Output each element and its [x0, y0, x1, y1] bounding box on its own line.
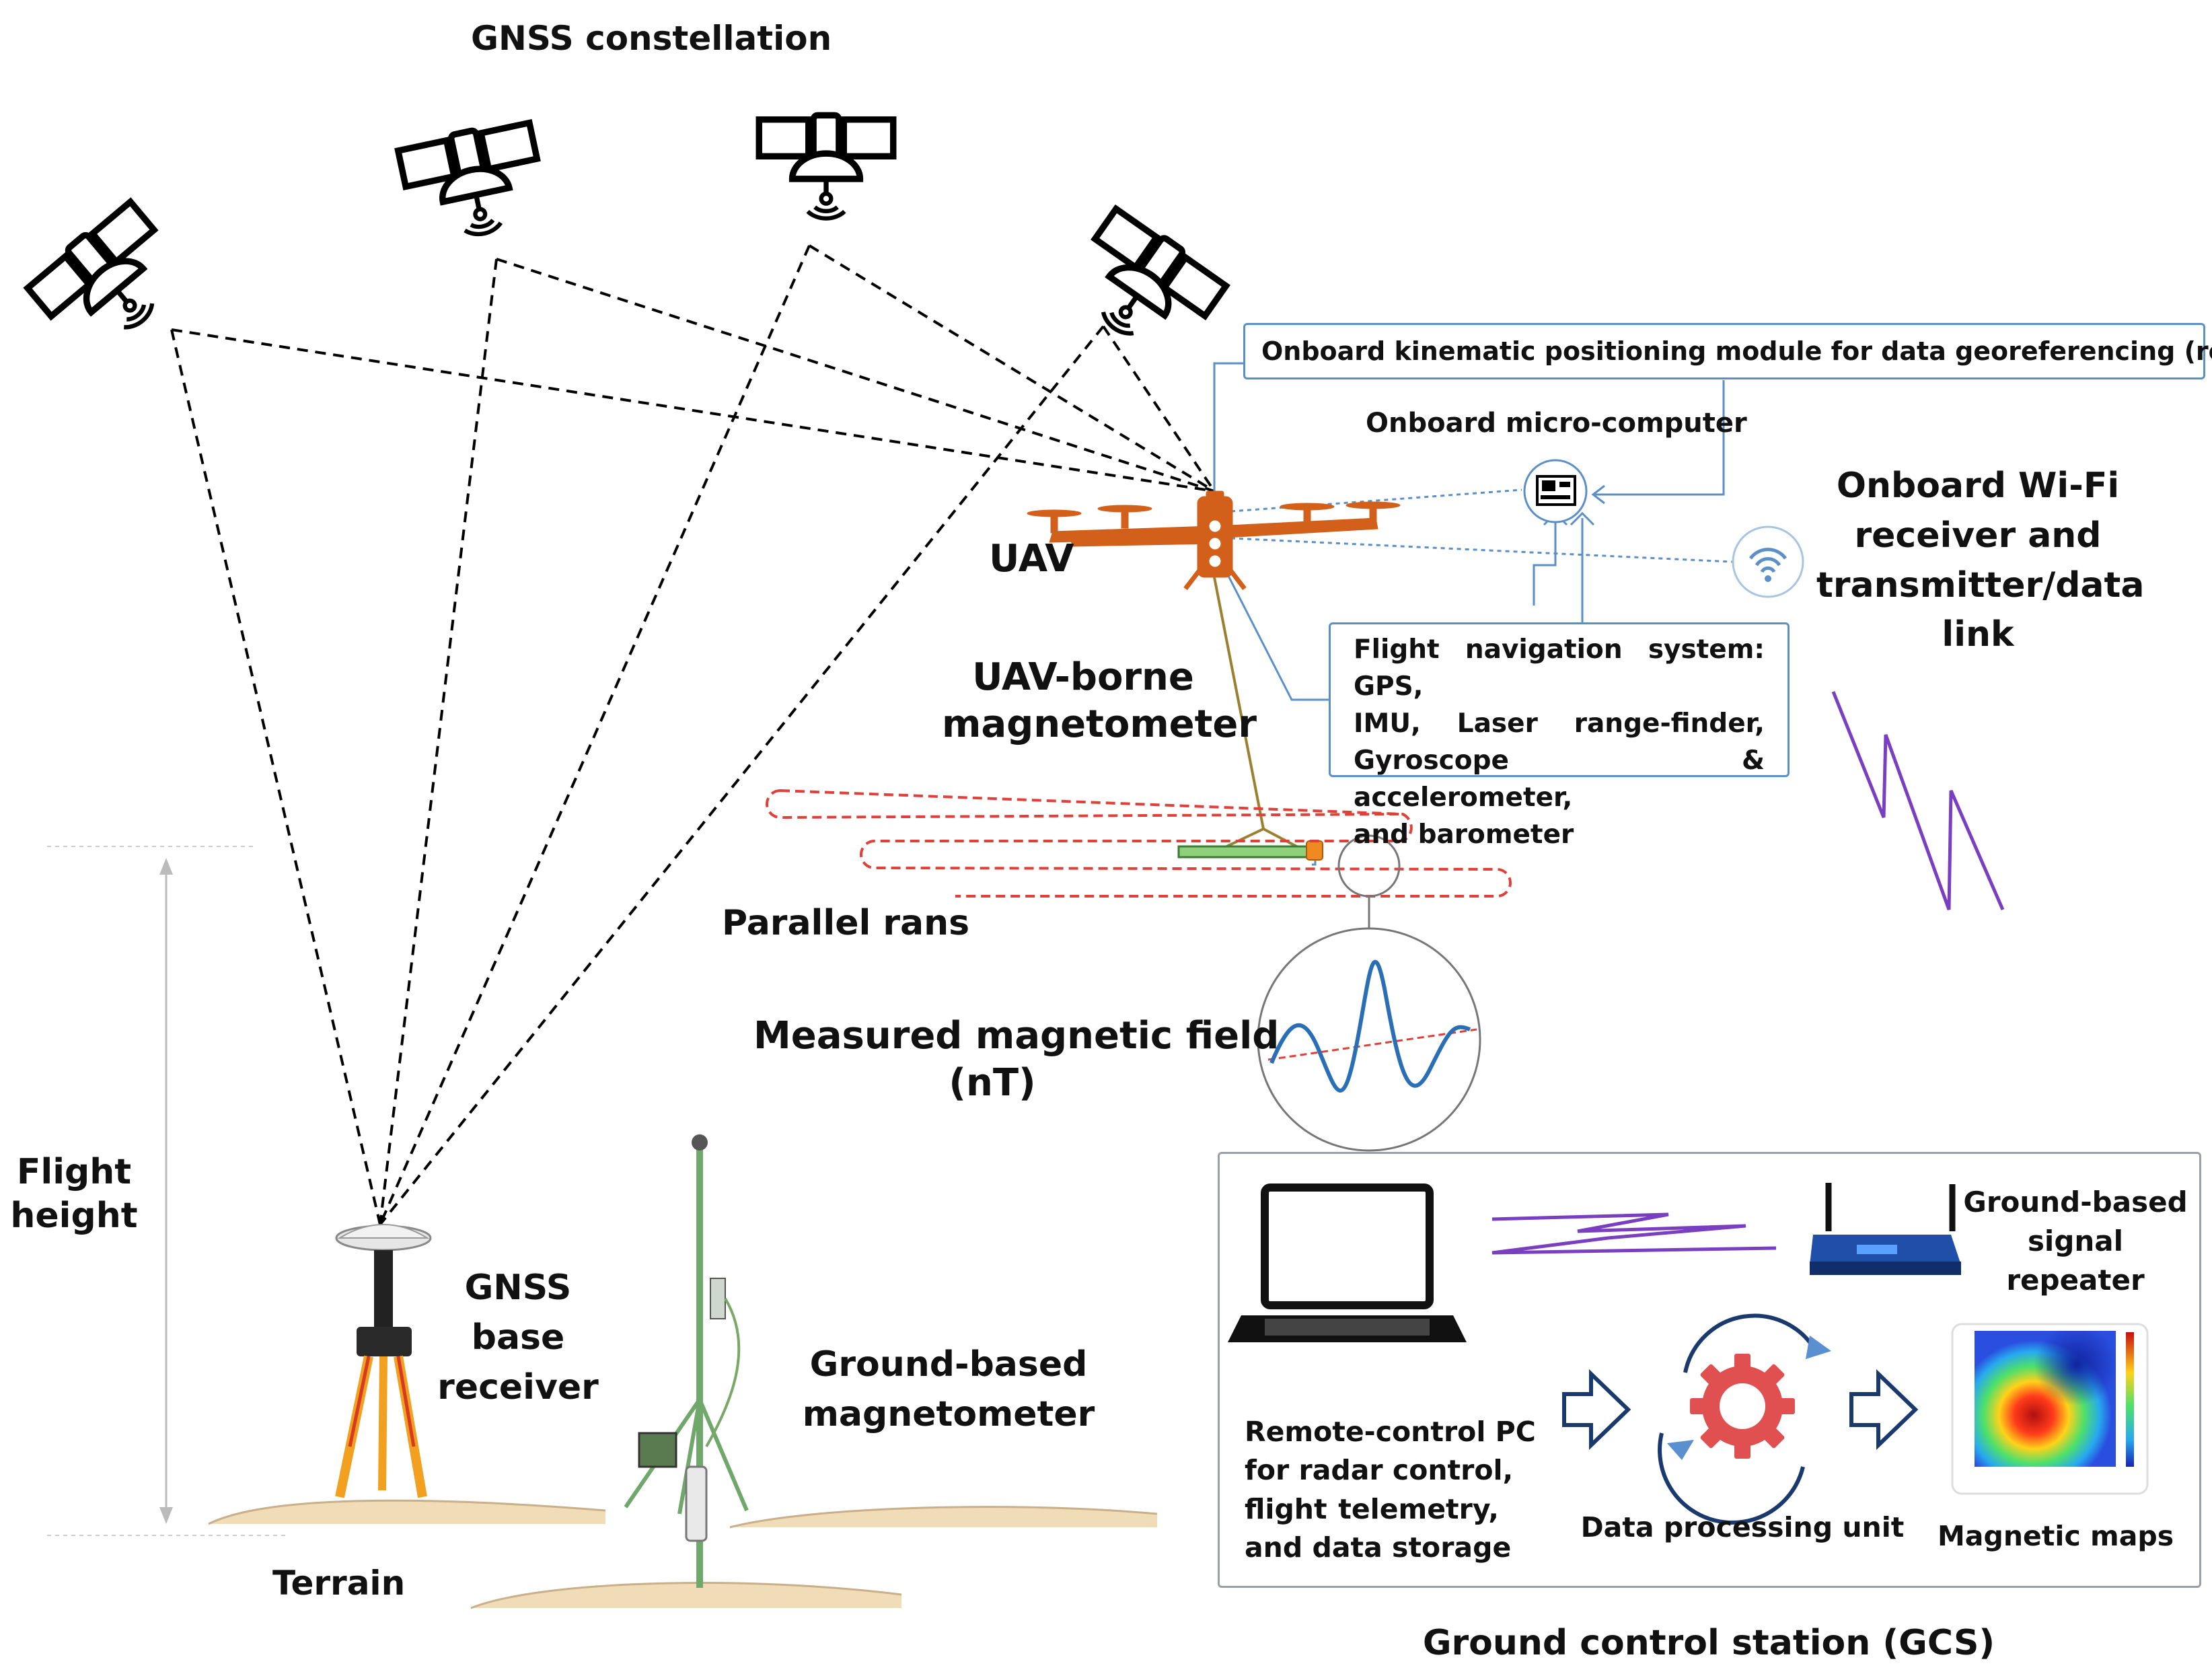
- wifi-icon: [1732, 525, 1804, 598]
- kinematic-module-box: Onboard kinematic positioning module for…: [1243, 323, 2212, 379]
- remote-pc-line: Remote-control PC: [1245, 1416, 1536, 1448]
- ground-magnetometer-label: Ground-based magnetometer: [794, 1340, 1103, 1440]
- flight-height-line: height: [10, 1196, 138, 1236]
- parallel-runs-label: Parallel rans: [722, 903, 970, 943]
- ground-magnetometer-line: magnetometer: [802, 1393, 1095, 1434]
- flight-nav-box: Flight navigation system: GPS, IMU, Lase…: [1329, 622, 1790, 850]
- satellite-links-uav: [171, 244, 1216, 493]
- gnss-base-line: receiver: [437, 1367, 599, 1408]
- repeater-line: repeater: [2006, 1263, 2145, 1297]
- wifi-line: receiver and: [1854, 515, 2102, 556]
- satellite-icon: [25, 198, 194, 364]
- repeater-label: Ground-based signal repeater: [1958, 1183, 2193, 1300]
- flight-nav-line: Gyroscope & accelerometer,: [1354, 745, 1765, 813]
- magnetic-map-icon: [1951, 1323, 2149, 1495]
- repeater-line: signal: [2027, 1224, 2124, 1258]
- measured-field-line: (nT): [949, 1061, 1036, 1105]
- kinematic-module-text: Onboard kinematic positioning module for…: [1261, 336, 2212, 366]
- repeater-line: Ground-based: [1963, 1186, 2188, 1218]
- magnetic-field-plot: [1257, 927, 1481, 1152]
- remote-pc-line: and data storage: [1245, 1531, 1512, 1564]
- uav-magnetometer-line: UAV-borne: [972, 655, 1194, 699]
- flight-height-arrow: [47, 846, 289, 1536]
- measured-field-line: Measured magnetic field: [753, 1014, 1280, 1058]
- gnss-base-line: GNSS: [464, 1268, 572, 1308]
- microcomputer-icon: [1523, 459, 1588, 523]
- uav-label: UAV: [989, 537, 1074, 581]
- uav-magnetometer-line: magnetometer: [942, 702, 1257, 746]
- satellite-icon: [759, 115, 893, 218]
- diagram-title: GNSS constellation: [471, 19, 832, 58]
- processing-label: Data processing unit: [1580, 1511, 1905, 1543]
- uav-icon: [1027, 490, 1401, 591]
- signal-link-onboard: [1831, 691, 2005, 910]
- uav-magnetometer-label: UAV-borne magnetometer: [942, 654, 1257, 748]
- flight-nav-line: Flight navigation system: GPS,: [1354, 634, 1765, 702]
- remote-pc-line: for radar control,: [1245, 1454, 1514, 1487]
- remote-pc-label: Remote-control PC for radar control, fli…: [1245, 1413, 1536, 1568]
- arrow-icon: [1562, 1369, 1919, 1451]
- magnetic-maps-label: Magnetic maps: [1938, 1520, 2174, 1552]
- gcs-panel: [1218, 1152, 2201, 1588]
- ground-magnetometer-line: Ground-based: [809, 1344, 1088, 1385]
- laptop-icon: [1228, 1183, 1467, 1342]
- connector-lines: [1213, 362, 1733, 866]
- flight-height-line: Flight: [16, 1152, 132, 1192]
- flight-nav-line: and barometer: [1354, 819, 1574, 850]
- flight-height-label: Flight height: [7, 1151, 141, 1238]
- satellite-links-base: [170, 245, 1105, 1226]
- router-icon: [1810, 1183, 1961, 1275]
- gcs-title: Ground control station (GCS): [1422, 1623, 1995, 1663]
- flight-nav-line: IMU, Laser range-finder,: [1354, 708, 1765, 739]
- flight-path: [780, 789, 1512, 898]
- wifi-line: transmitter/data: [1816, 564, 2145, 606]
- wifi-line: Onboard Wi-Fi: [1836, 466, 2120, 506]
- gear-icon: [1658, 1313, 1831, 1525]
- magnetometer-icon: [1177, 577, 1323, 861]
- wifi-label: Onboard Wi-Fi receiver and transmitter/d…: [1816, 462, 2145, 660]
- signal-link-ground: [1491, 1212, 1777, 1255]
- terrain: [208, 1499, 1158, 1609]
- wifi-line: link: [1942, 614, 2014, 655]
- gnss-base-line: base: [471, 1317, 565, 1358]
- terrain-label: Terrain: [272, 1564, 406, 1603]
- gnss-base-label: GNSS base receiver: [431, 1264, 605, 1412]
- ground-magnetometer-icon: [624, 1134, 749, 1588]
- measured-field-label: Measured magnetic field (nT): [753, 1013, 1280, 1107]
- satellite-icon: [397, 118, 550, 247]
- satellite-icon: [1060, 205, 1228, 367]
- remote-pc-line: flight telemetry,: [1245, 1492, 1499, 1525]
- microcomputer-label: Onboard micro-computer: [1366, 408, 1747, 439]
- tripod-icon: [335, 1224, 432, 1498]
